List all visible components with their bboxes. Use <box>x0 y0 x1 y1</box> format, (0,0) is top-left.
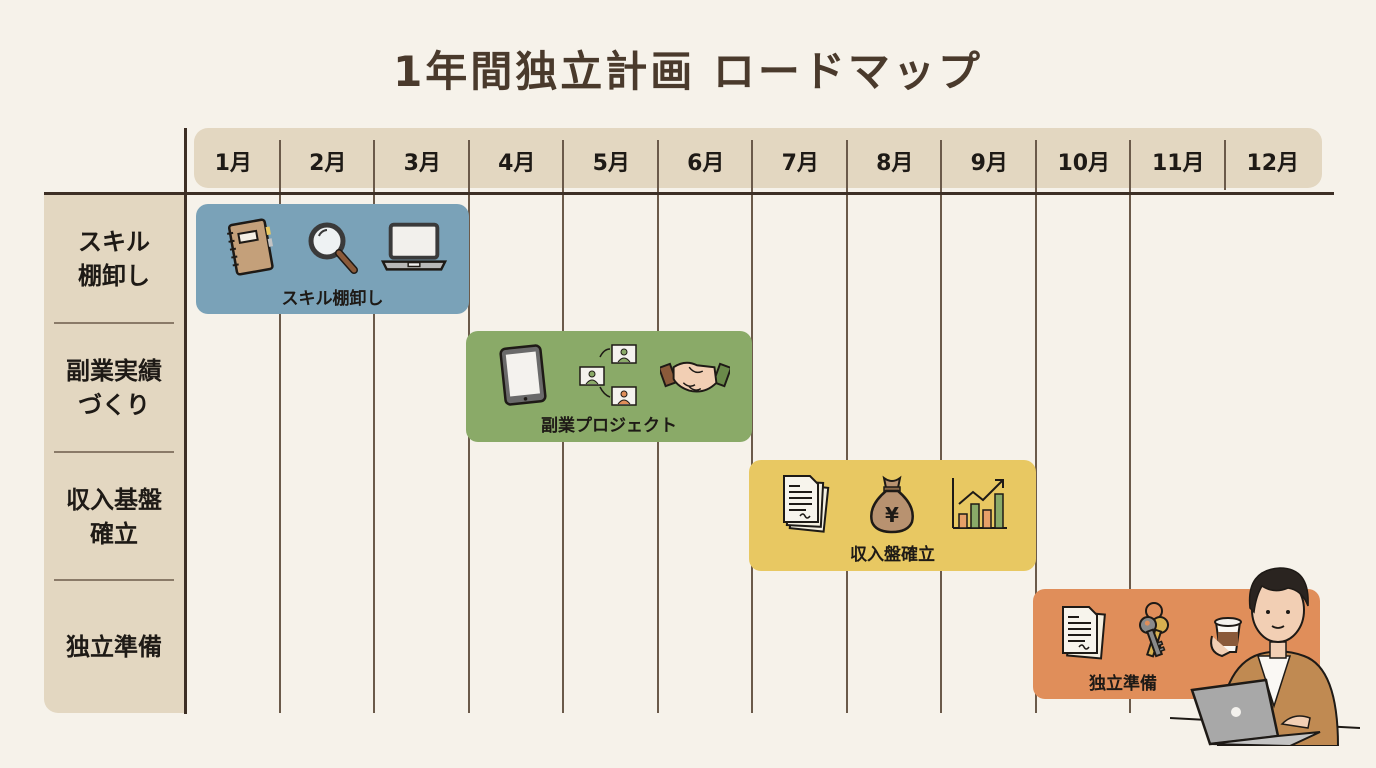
bar-skill-inventory: スキル棚卸し <box>196 204 469 314</box>
page-title: 1年間独立計画 ロードマップ <box>393 47 983 96</box>
month-5: 5月 <box>592 151 630 176</box>
video-call-icon <box>574 343 644 407</box>
bar-label: 収入盤確立 <box>850 545 935 565</box>
month-10: 10月 <box>1057 151 1111 176</box>
person-illustration <box>1169 556 1361 748</box>
row-divider <box>54 322 174 324</box>
bar-label: 独立準備 <box>1089 674 1157 694</box>
row-label-income: 収入基盤 確立 <box>66 485 162 548</box>
handshake-icon <box>660 343 730 407</box>
bar-label: 副業プロジェクト <box>541 416 677 436</box>
grid-line <box>373 140 375 713</box>
grid-line <box>279 140 281 713</box>
growth-chart-icon <box>944 472 1014 536</box>
row-label-independence: 独立準備 <box>66 633 162 661</box>
yen-money-bag-icon: ¥ <box>857 472 927 536</box>
magnifier-icon <box>297 216 367 280</box>
grid-line <box>940 140 942 713</box>
row-label-side-project: 副業実績 づくり <box>66 357 162 419</box>
month-6: 6月 <box>687 151 725 176</box>
row-label-skill: スキル 棚卸し <box>78 228 150 290</box>
notebook-icon <box>216 216 286 280</box>
month-2: 2月 <box>309 151 347 176</box>
month-7: 7月 <box>781 151 819 176</box>
month-1: 1月 <box>214 151 252 176</box>
row-divider <box>54 451 174 453</box>
svg-text:¥: ¥ <box>886 503 900 527</box>
month-11: 11月 <box>1151 151 1205 176</box>
grid-line <box>846 140 848 713</box>
laptop-icon <box>379 216 449 280</box>
documents-icon <box>771 472 841 536</box>
bar-side-project: 副業プロジェクト <box>466 331 752 442</box>
grid-line <box>1224 140 1226 190</box>
month-4: 4月 <box>498 151 536 176</box>
contract-icon <box>1048 601 1118 665</box>
grid-line <box>1035 140 1037 713</box>
grid-line <box>751 140 753 713</box>
bar-label: スキル棚卸し <box>281 289 384 309</box>
vertical-axis <box>184 128 187 714</box>
grid-line <box>1129 140 1131 713</box>
month-9: 9月 <box>970 151 1008 176</box>
row-label-panel <box>44 195 184 713</box>
month-8: 8月 <box>876 151 914 176</box>
month-header-band <box>194 128 1322 188</box>
month-12: 12月 <box>1246 151 1300 176</box>
month-3: 3月 <box>403 151 441 176</box>
bar-income-foundation: ¥ 収入盤確立 <box>749 460 1036 571</box>
tablet-icon <box>488 343 558 407</box>
keys-icon <box>1119 601 1189 665</box>
horizontal-axis <box>44 192 1334 195</box>
row-divider <box>54 579 174 581</box>
